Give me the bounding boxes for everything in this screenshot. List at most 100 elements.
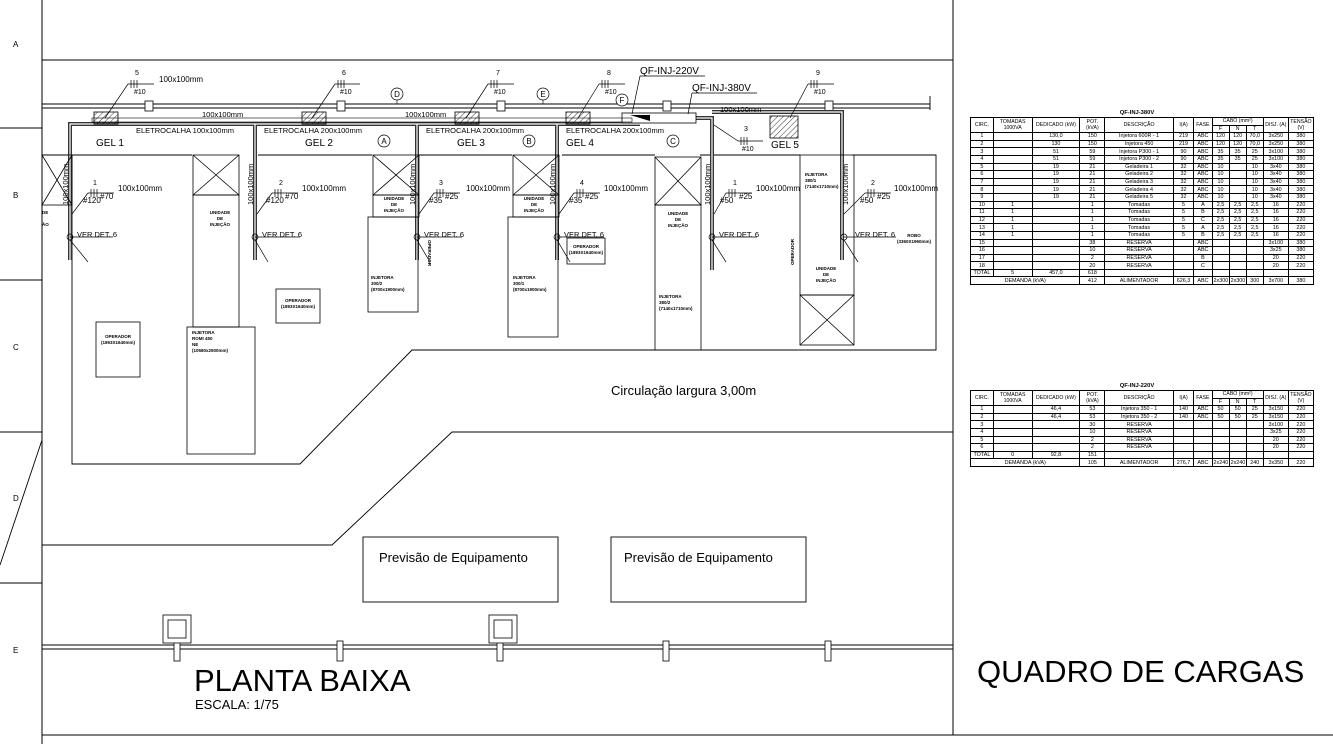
total-cell <box>1287 268 1315 278</box>
table-cell: B <box>1193 253 1213 263</box>
total-cell: 151 <box>1079 450 1106 460</box>
table-cell: 3x25 <box>1262 246 1289 255</box>
svg-text:INJETORA: INJETORA <box>371 275 394 280</box>
table-cell: 120 <box>1228 139 1247 149</box>
table-cell: 2,5 <box>1245 215 1264 225</box>
table-cell: ABC <box>1193 154 1213 164</box>
demand-cell: 380 <box>1287 276 1315 286</box>
tray-label-2: ELETROCALHA 200x100mm <box>264 126 362 135</box>
table-cell: 10 <box>1245 177 1264 187</box>
svg-text:D: D <box>394 90 400 99</box>
table-cell: 120 <box>1211 139 1230 149</box>
table-cell: ABC <box>1193 132 1213 141</box>
table-cell: 51 <box>1031 147 1081 156</box>
table-cell: 4 <box>970 427 994 437</box>
table-cell: 19 <box>1031 192 1081 202</box>
svg-text:100x100mm: 100x100mm <box>246 164 255 205</box>
table-cell: 6 <box>970 443 994 452</box>
svg-text:(1893X1640mm): (1893X1640mm) <box>569 250 604 255</box>
table-cell: 32 <box>1172 177 1195 187</box>
demand-cell: 412 <box>1079 276 1106 286</box>
table-cell: 380 <box>1287 154 1315 164</box>
table-cell: 130,0 <box>1031 132 1081 141</box>
col-cabo-n: N <box>1228 397 1247 407</box>
table-cell: Injetora 450 <box>1104 139 1174 149</box>
svg-text:4: 4 <box>580 180 584 187</box>
svg-text:UNIDADE: UNIDADE <box>210 210 231 215</box>
demand-cell: ALIMENTADOR <box>1104 276 1174 286</box>
table-cell: Injetora 350 - 1 <box>1104 405 1174 414</box>
table-cell <box>1031 427 1081 437</box>
total-cell <box>1262 268 1289 278</box>
total-cell <box>1245 450 1264 460</box>
svg-text:380/1: 380/1 <box>805 178 817 183</box>
table-cell: 30 <box>1079 420 1106 429</box>
svg-text:#10: #10 <box>340 89 352 96</box>
table-cell: 13 <box>970 223 994 232</box>
table-cell: 12 <box>970 215 994 225</box>
table-cell: 16 <box>1262 230 1289 240</box>
demand-cell: DEMANDA (kVA) <box>969 276 1081 286</box>
table-cell: ABC <box>1193 139 1213 149</box>
table-cell: B <box>1193 230 1213 240</box>
svg-text:#35: #35 <box>569 196 583 205</box>
table-cell: 25 <box>1245 147 1264 156</box>
table-cell: ABC <box>1193 238 1213 248</box>
table-cell: 70,0 <box>1245 139 1264 149</box>
svg-text:(8700x1900mm): (8700x1900mm) <box>371 287 405 292</box>
total-cell <box>1262 450 1289 460</box>
svg-text:1: 1 <box>93 180 97 187</box>
table-cell: 11 <box>970 208 994 217</box>
table-cell: 21 <box>1079 177 1106 187</box>
table-cell <box>992 405 1033 414</box>
col-tensao: TENSÃO (V) <box>1287 389 1315 407</box>
svg-text:100x100mm: 100x100mm <box>118 184 162 193</box>
table-cell <box>1031 435 1081 445</box>
table-cell: 219 <box>1172 139 1195 149</box>
table-cell <box>992 132 1033 141</box>
table-cell: 1 <box>992 208 1033 217</box>
table-cell: 2,5 <box>1228 208 1247 217</box>
table-cell <box>1228 261 1247 270</box>
table-cell <box>992 147 1033 156</box>
table-cell: 25 <box>1245 412 1264 422</box>
table-cell: 32 <box>1172 192 1195 202</box>
svg-text:(8700x1900mm): (8700x1900mm) <box>513 287 547 292</box>
table-cell: 3x250 <box>1262 132 1289 141</box>
table-cell: 2 <box>970 139 994 149</box>
svg-text:ROMI 450: ROMI 450 <box>192 336 213 341</box>
table-cell: 220 <box>1287 427 1315 437</box>
tag-a: A <box>377 134 391 148</box>
svg-text:#120: #120 <box>266 196 284 205</box>
table-cell: 380 <box>1287 177 1315 187</box>
svg-text:2: 2 <box>871 180 875 187</box>
load-schedule-title: QUADRO DE CARGAS <box>977 654 1304 689</box>
table-cell <box>1245 427 1264 437</box>
svg-text:(1893X1640mm): (1893X1640mm) <box>101 340 136 345</box>
gel-boxes <box>93 111 799 139</box>
table-cell <box>1211 246 1230 255</box>
table-cell: 20 <box>1262 443 1289 452</box>
total-cell: 92,8 <box>1031 450 1081 460</box>
svg-text:INJEÇÃO: INJEÇÃO <box>384 207 405 213</box>
gel-label-5: GEL 5 <box>771 140 799 151</box>
table-cell <box>1211 253 1230 263</box>
svg-text:3: 3 <box>439 180 443 187</box>
total-cell <box>1104 268 1174 278</box>
table-cell: 32 <box>1172 162 1195 172</box>
table-cell <box>1228 177 1247 187</box>
gel-labels: GEL 1 GEL 2 GEL 3 GEL 4 GEL 5 <box>96 138 799 151</box>
total-cell <box>1172 450 1195 460</box>
table-cell: 10 <box>1079 427 1106 437</box>
qf-labels: QF-INJ-220V QF-INJ-380V <box>631 66 757 115</box>
table-cell <box>1172 261 1195 270</box>
table-cell: Geladeira 3 <box>1104 177 1174 187</box>
table-cell: 10 <box>970 200 994 210</box>
svg-text:DE: DE <box>42 210 48 215</box>
